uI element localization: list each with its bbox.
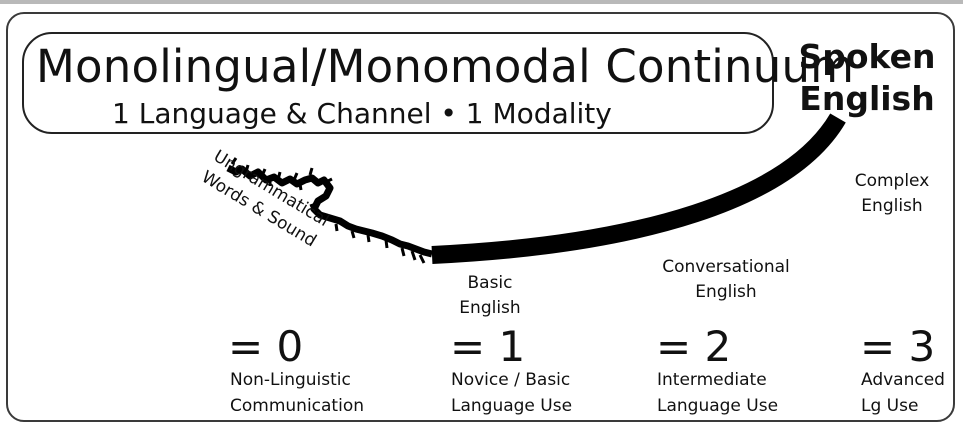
level-basic-line-2: English: [459, 298, 521, 318]
ragged-squiggle-fringe: [230, 157, 426, 264]
score-3-description: Advanced Lg Use: [861, 367, 945, 419]
score-2-description: Intermediate Language Use: [657, 367, 778, 419]
level-conversational: Conversational English: [636, 255, 816, 305]
score-1-desc-line-2: Language Use: [451, 396, 573, 416]
level-conversational-line-1: Conversational: [662, 257, 790, 277]
score-2-desc-line-2: Language Use: [657, 396, 779, 416]
score-0: = 0: [228, 322, 304, 371]
score-2: = 2: [656, 322, 732, 371]
score-0-desc-line-2: Communication: [230, 396, 364, 416]
score-0-desc-line-1: Non-Linguistic: [230, 370, 351, 390]
endpoint-line-2: English: [799, 79, 935, 118]
level-basic-line-1: Basic: [467, 273, 513, 293]
score-3-desc-line-1: Advanced: [861, 370, 945, 390]
level-basic: Basic English: [430, 271, 550, 321]
diagram-frame: [6, 12, 955, 422]
level-complex: Complex English: [826, 169, 958, 219]
ragged-squiggle: [226, 164, 433, 258]
score-2-desc-line-1: Intermediate: [657, 370, 767, 390]
score-0-description: Non-Linguistic Communication: [230, 367, 364, 419]
endpoint-label: Spoken English: [778, 36, 956, 120]
title-box: [22, 32, 774, 134]
diagram-subtitle: 1 Language & Channel • 1 Modality: [112, 97, 612, 130]
top-rule: [0, 0, 963, 4]
endpoint-line-1: Spoken: [798, 37, 936, 76]
score-1-desc-line-1: Novice / Basic: [451, 370, 571, 390]
level-complex-line-1: Complex: [854, 171, 930, 191]
level-conversational-line-2: English: [695, 282, 757, 302]
level-complex-line-2: English: [861, 196, 923, 216]
diagram-title: Monolingual/Monomodal Continuum: [36, 40, 855, 93]
score-3: = 3: [860, 322, 936, 371]
score-1-description: Novice / Basic Language Use: [451, 367, 572, 419]
continuum-curve: [431, 113, 846, 264]
score-3-desc-line-2: Lg Use: [861, 396, 919, 416]
score-1: = 1: [450, 322, 526, 371]
